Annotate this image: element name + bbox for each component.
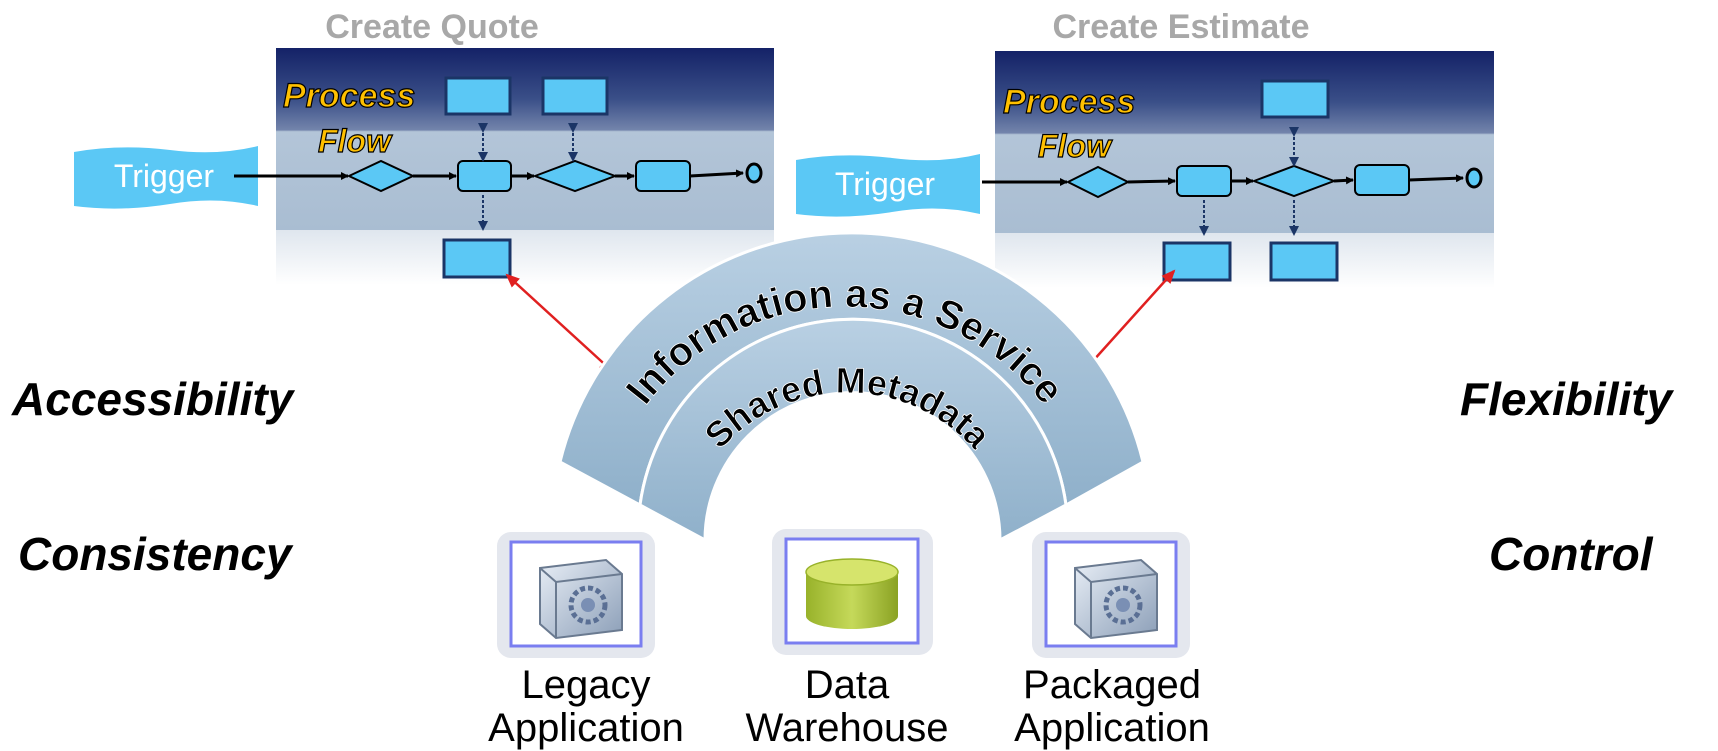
system-label-line: Data — [804, 663, 890, 707]
trigger-banner — [796, 154, 980, 217]
data-object — [1260, 79, 1330, 119]
quality-flexibility: Flexibility — [1460, 373, 1673, 425]
system-label-line: Packaged — [1023, 663, 1201, 707]
packaged-application-label: Packaged Application — [987, 664, 1237, 750]
flow-arrow — [689, 169, 744, 178]
data-warehouse-tile — [772, 529, 933, 655]
legacy-application-label: Legacy Application — [466, 664, 706, 750]
integration-connector-right — [1081, 269, 1176, 374]
gear-cube-icon — [1074, 558, 1158, 640]
data-object — [1162, 241, 1232, 282]
task-node — [1176, 165, 1232, 197]
data-object — [1269, 241, 1339, 282]
flow-label: Flow — [318, 123, 393, 159]
flow-arrow — [1408, 174, 1464, 183]
trigger-banner — [74, 146, 258, 209]
quality-accessibility: Accessibility — [12, 373, 294, 425]
flow-arrow — [1333, 176, 1354, 185]
panel-title: Create Estimate — [1052, 8, 1309, 46]
system-label-line: Legacy — [521, 663, 651, 707]
database-cylinder-icon — [805, 558, 899, 629]
panel-background — [995, 51, 1494, 233]
quality-consistency: Consistency — [18, 528, 292, 580]
panel-background — [276, 48, 774, 230]
gear-cube-icon — [539, 558, 623, 640]
panel-reflection — [995, 233, 1494, 288]
task-node — [457, 160, 512, 192]
data-object — [442, 238, 512, 279]
process-label: Process — [283, 77, 415, 115]
integration-connector-left — [505, 273, 614, 373]
trigger-label: Trigger — [835, 166, 936, 202]
quality-control: Control — [1489, 528, 1653, 580]
flow-label: Flow — [1038, 128, 1113, 164]
packaged-application-tile — [1032, 532, 1190, 658]
panel-title: Create Quote — [325, 8, 539, 46]
data-object — [444, 76, 512, 116]
system-label-line: Application — [1014, 706, 1210, 750]
shared-metadata-band — [638, 317, 1068, 543]
system-label-line: Application — [488, 706, 684, 750]
end-node — [1465, 167, 1483, 189]
trigger-label: Trigger — [114, 158, 215, 194]
data-warehouse-label: Data Warehouse — [722, 664, 972, 750]
data-object — [541, 76, 609, 116]
process-panel-estimate: Create Estimate Process Flow Trigger — [796, 8, 1494, 288]
process-label: Process — [1003, 83, 1135, 121]
flow-arrow — [1127, 177, 1176, 186]
legacy-application-tile — [497, 532, 655, 658]
end-node — [745, 162, 763, 184]
system-label-line: Warehouse — [745, 706, 949, 750]
task-node — [1354, 164, 1410, 196]
task-node — [635, 160, 691, 192]
process-panel-quote: Create Quote Process Flow Trigger — [74, 8, 774, 285]
